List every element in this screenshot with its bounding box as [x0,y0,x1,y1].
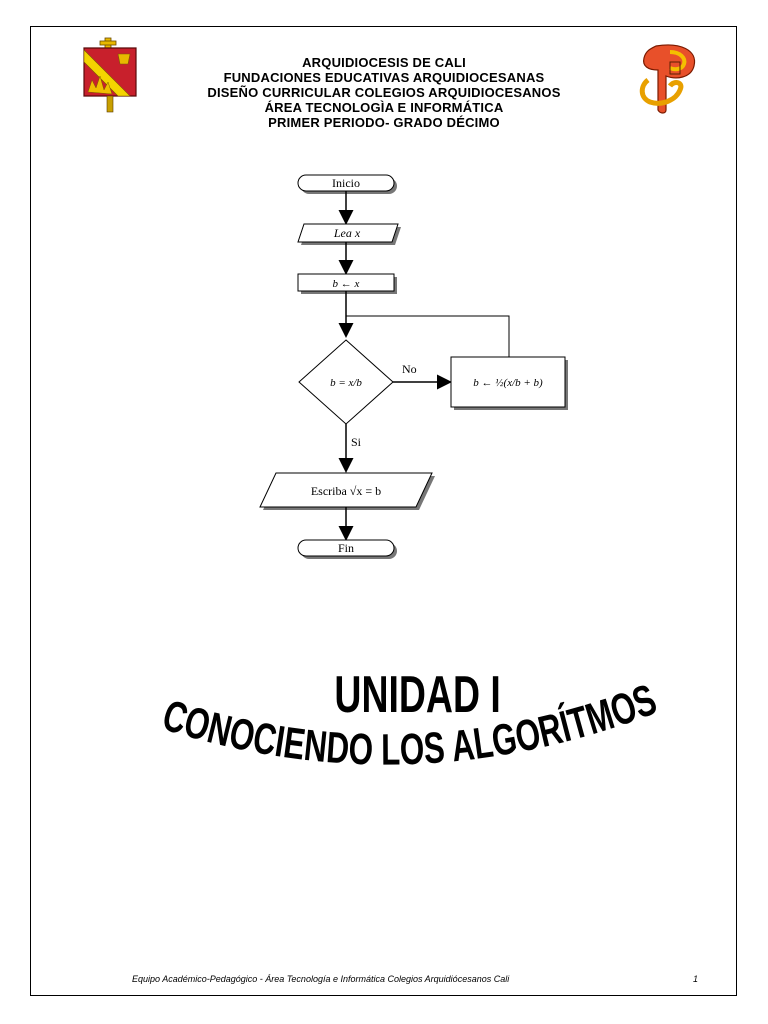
unit-title: UNIDAD I CONOCIENDO LOS ALGORÍTMOS [0,660,768,815]
document-header: ARQUIDIOCESIS DE CALI FUNDACIONES EDUCAT… [0,55,768,130]
header-line-period: PRIMER PERIODO- GRADO DÉCIMO [268,115,500,130]
flow-write-label: Escriba √x = b [311,484,381,498]
flow-assign-process: b ← x [297,273,395,292]
flow-read-input: Lea x [297,223,399,243]
flow-decision-label: b = x/b [330,377,362,389]
flow-start-terminal: Inicio [297,174,395,192]
unit-number: UNIDAD I [334,665,500,724]
flow-assign-label: b ← x [333,278,360,290]
header-line-archdiocese: ARQUIDIOCESIS DE CALI [302,55,466,70]
flow-no-label: No [402,362,417,376]
foundation-logo [636,40,704,121]
footer-text: Equipo Académico-Pedagógico - Área Tecno… [132,974,510,984]
archdiocese-crest-logo [78,36,142,121]
header-line-curriculum: DISEÑO CURRICULAR COLEGIOS ARQUIDIOCESAN… [207,85,561,100]
flow-update-process: b ← ½(x/b + b) [450,356,566,408]
flow-end-label: Fin [338,541,354,555]
flow-decision: b = x/b [298,339,394,425]
header-line-foundations: FUNDACIONES EDUCATIVAS ARQUIDIOCESANAS [223,70,545,85]
page-number: 1 [693,974,699,984]
header-line-area: ÁREA TECNOLOGÌA E INFORMÁTICA [264,100,504,115]
flow-update-label: b ← ½(x/b + b) [473,377,543,389]
algorithm-flowchart: Inicio Lea x b ← x b = x/b No b ← ½(x/b … [255,165,585,570]
flow-write-output: Escriba √x = b [259,472,433,508]
flow-end-terminal: Fin [297,539,395,557]
flow-yes-label: Si [351,435,362,449]
flow-start-label: Inicio [332,176,360,190]
flow-read-label: Lea x [333,226,361,240]
page-border [30,26,737,996]
